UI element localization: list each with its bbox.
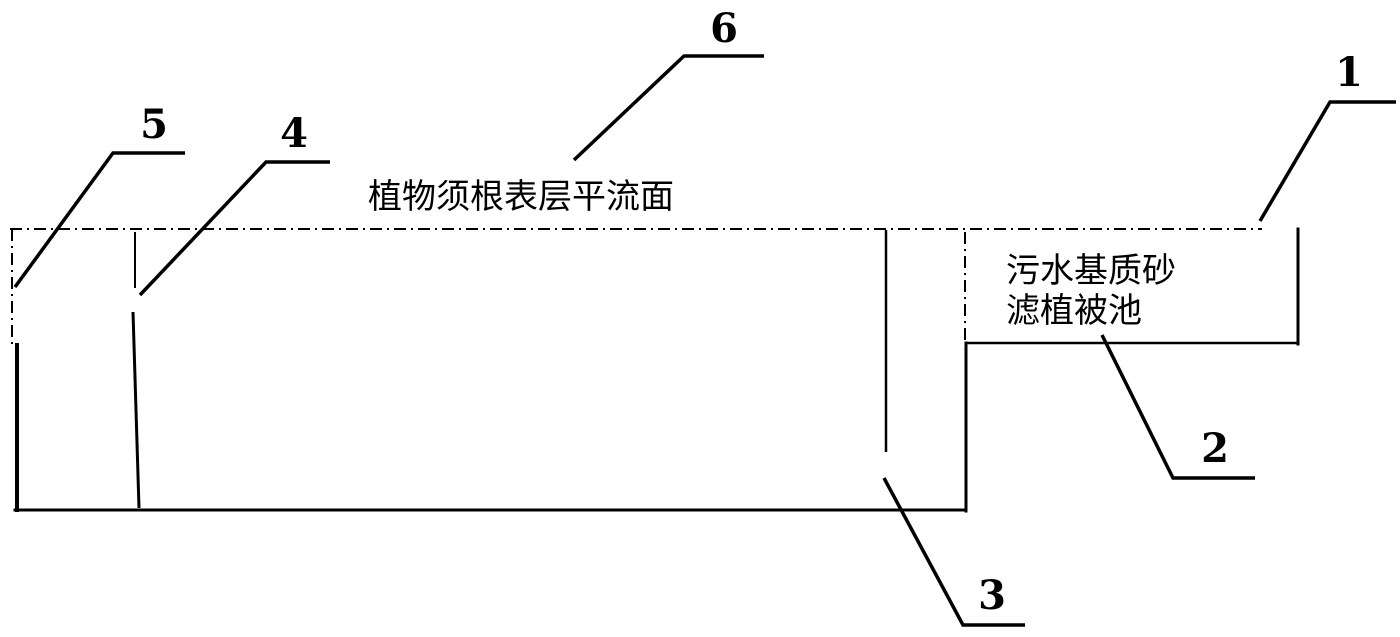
leader-line-1 <box>1258 100 1396 222</box>
callout-5: 5 <box>140 101 168 148</box>
flow-surface-boundary <box>10 228 1262 345</box>
leader-line-5 <box>13 151 185 289</box>
leader-line-2 <box>1100 334 1255 480</box>
pool-label-line2: 滤植被池 <box>1006 291 1142 331</box>
callout-2: 2 <box>1201 425 1229 472</box>
leader-lines <box>13 54 1396 627</box>
basin-outline <box>13 227 1300 513</box>
leader-line-4 <box>138 160 330 297</box>
leader-line-6 <box>572 54 764 162</box>
callout-3: 3 <box>978 572 1006 619</box>
callout-6: 6 <box>710 5 738 52</box>
partitions <box>131 230 888 509</box>
callout-4: 4 <box>280 110 308 157</box>
leader-line-3 <box>882 477 1025 627</box>
surface-flow-label: 植物须根表层平流面 <box>368 177 674 217</box>
callout-1: 1 <box>1335 49 1363 96</box>
pool-label-line1: 污水基质砂 <box>1006 251 1176 291</box>
partition-4-lower <box>131 311 141 509</box>
